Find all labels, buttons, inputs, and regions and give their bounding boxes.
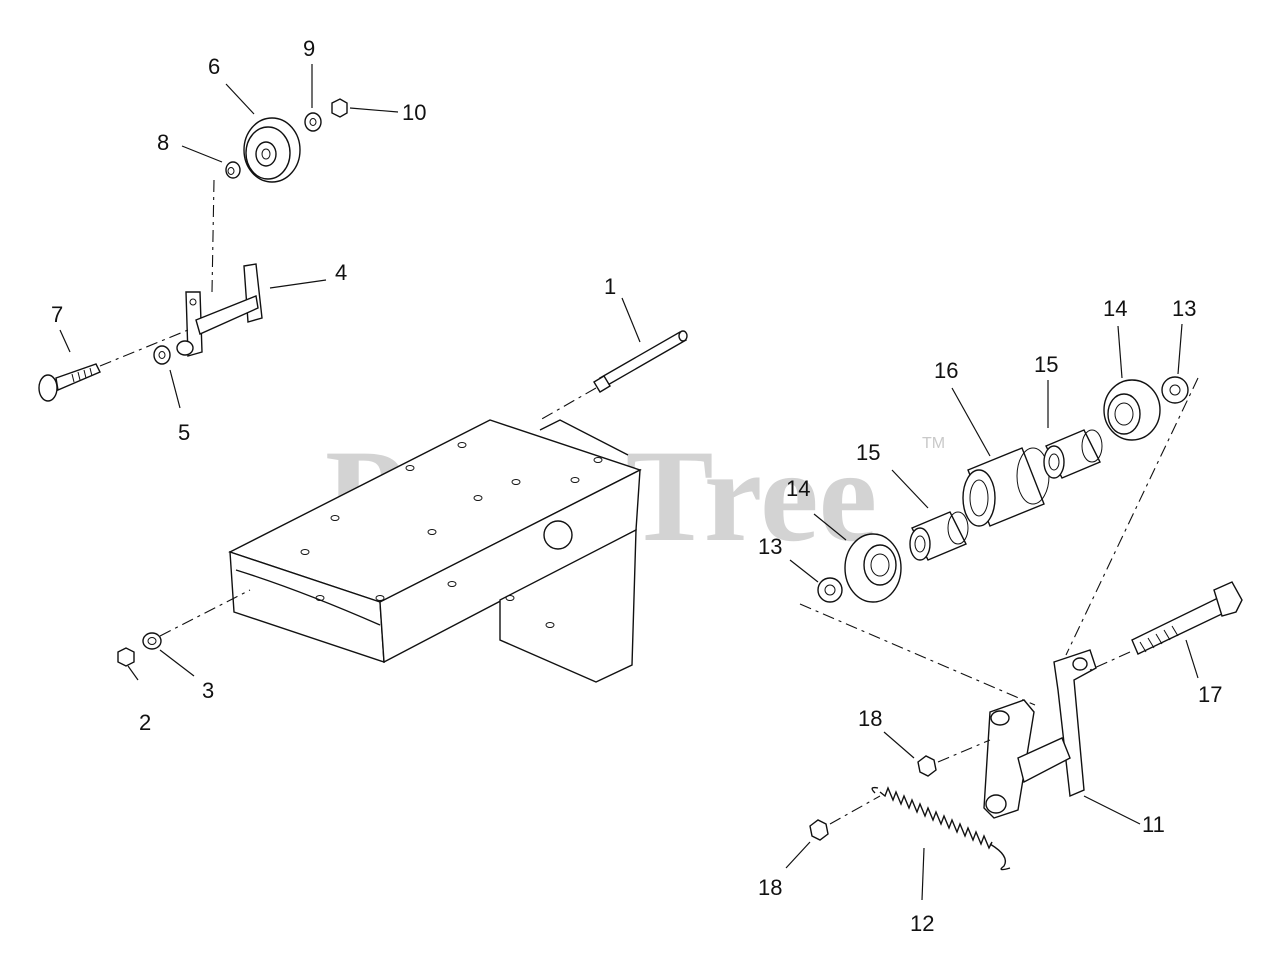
part-6-pulley <box>243 117 301 183</box>
part-12-spring <box>871 786 1011 871</box>
part-15-bushing-left <box>909 511 969 561</box>
callout-16: 16 <box>934 358 958 383</box>
watermark-trademark: TM <box>922 435 945 452</box>
callout-14-right: 14 <box>1103 296 1127 321</box>
callout-6: 6 <box>208 54 220 79</box>
part-1-shaft <box>539 330 688 421</box>
callout-12: 12 <box>910 911 934 936</box>
callout-11: 11 <box>1142 812 1165 837</box>
part-4-idler-arm <box>176 263 263 357</box>
part-13-washer-left <box>817 577 843 603</box>
part-14-flange-bushing-right <box>1103 379 1161 441</box>
part-2-nut <box>117 647 135 667</box>
part-17-bolt <box>1131 581 1243 655</box>
callout-numbers: 1 2 3 4 5 6 7 8 9 10 11 12 13 13 14 14 1… <box>51 36 1222 936</box>
part-15-bushing-right <box>1043 429 1103 479</box>
callout-7: 7 <box>51 302 63 327</box>
callout-2: 2 <box>139 710 151 735</box>
part-18-nut-upper <box>917 755 937 777</box>
part-18-nut-lower <box>809 819 829 841</box>
part-14-flange-bushing-left <box>844 533 902 603</box>
part-3-washer <box>142 632 162 650</box>
callout-8: 8 <box>157 130 169 155</box>
callout-10: 10 <box>402 100 426 125</box>
part-10-nut <box>331 98 348 118</box>
callout-15-right: 15 <box>1034 352 1058 377</box>
part-16-sleeve <box>962 447 1050 527</box>
callout-4: 4 <box>335 260 347 285</box>
part-13-washer-right <box>1161 376 1189 404</box>
callout-5: 5 <box>178 420 190 445</box>
callout-13-right: 13 <box>1172 296 1196 321</box>
leader-lines <box>59 64 1199 901</box>
part-5-lock-washer <box>153 345 171 365</box>
callout-18-upper: 18 <box>858 706 882 731</box>
callout-9: 9 <box>303 36 315 61</box>
part-8-spacer <box>225 161 241 179</box>
callout-1: 1 <box>604 274 616 299</box>
part-11-arm <box>983 649 1097 819</box>
callout-18-lower: 18 <box>758 875 782 900</box>
callout-17: 17 <box>1198 682 1222 707</box>
part-7-carriage-bolt <box>38 363 101 402</box>
callout-13-left: 13 <box>758 534 782 559</box>
part-9-washer <box>304 112 322 132</box>
mounting-plate <box>228 419 642 683</box>
callout-15-left: 15 <box>856 440 880 465</box>
callout-14-left: 14 <box>786 476 810 501</box>
callout-3: 3 <box>202 678 214 703</box>
